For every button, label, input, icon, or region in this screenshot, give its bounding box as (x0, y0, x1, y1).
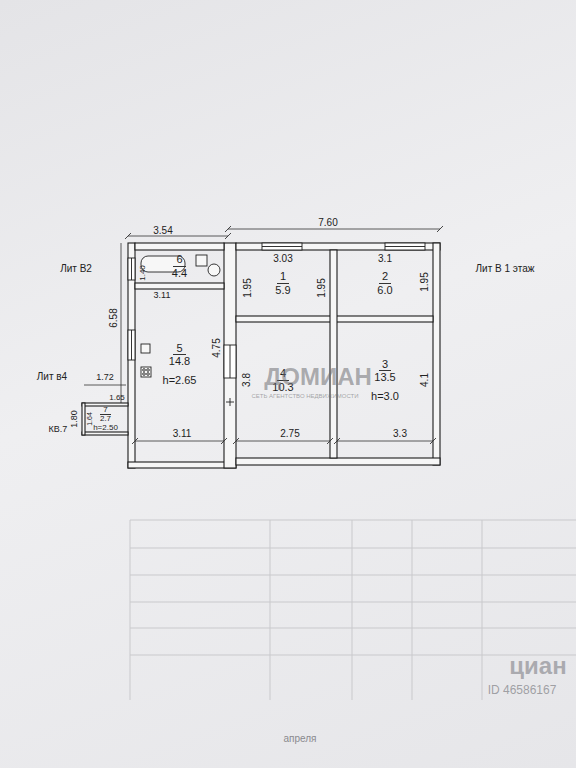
dimension: 1.40 (139, 265, 148, 281)
dimension: 3.3 (393, 428, 407, 439)
room-area: 13.5 (374, 371, 395, 384)
watermark: циан (509, 653, 566, 679)
ceiling-height: h=2.50 (93, 424, 118, 432)
room-area: 2.7 (100, 415, 111, 423)
apartment-number: КВ.7 (49, 425, 68, 435)
room-number: 3 (379, 358, 391, 372)
dimension: 1.72 (96, 373, 114, 383)
dimension: 1.95 (242, 278, 253, 297)
room-number: 1 (277, 270, 289, 284)
dimension: 6.58 (108, 308, 119, 327)
room: 64.4 (135, 250, 224, 283)
form-text: апреля (283, 733, 316, 744)
wall (82, 432, 128, 435)
dimension: 4.1 (419, 373, 430, 387)
wall (236, 243, 440, 250)
room-number: 6 (173, 253, 185, 267)
watermark: ID 46586167 (488, 684, 557, 697)
wall (433, 243, 440, 465)
dimension: 2.75 (280, 428, 299, 439)
room-number: 7 (100, 406, 110, 415)
room-area: 6.0 (377, 284, 392, 297)
dimension: 1.64 (86, 412, 94, 426)
building-letter: Лит В 1 этаж (476, 263, 535, 274)
wall (236, 458, 440, 465)
wall (128, 243, 135, 468)
building-letter: Лит в4 (37, 371, 67, 382)
dimension: 3.8 (241, 373, 252, 387)
room-number: 2 (379, 270, 391, 284)
dimension: 3.11 (154, 291, 171, 301)
dimension: 3.1 (378, 253, 392, 264)
ceiling-height: h=3.0 (371, 390, 399, 403)
table-grid (130, 520, 576, 700)
dimension: 7.60 (318, 217, 337, 228)
dimension: 3.03 (273, 253, 292, 264)
wall (224, 243, 236, 468)
dimension: 4.75 (211, 338, 222, 357)
wall (82, 403, 85, 435)
dimension: 1.95 (316, 278, 327, 297)
watermark: СЕТЬ АГЕНТСТВО НЕДВИЖИМОСТИ (251, 393, 358, 400)
windows (128, 243, 425, 378)
room-area: 5.9 (275, 284, 290, 297)
ceiling-height: h=2.65 (163, 374, 197, 387)
walls (82, 243, 440, 468)
dimension-ticks (125, 226, 443, 444)
dimension: 1.80 (70, 410, 80, 428)
wall (128, 462, 236, 468)
room-number: 5 (173, 342, 185, 356)
fixtures (141, 255, 234, 406)
building-letter: Лит В2 (60, 263, 92, 274)
room-area: 14.8 (169, 355, 190, 368)
room: 514.8 h=2.65 (135, 289, 224, 439)
dimension: 1.95 (419, 272, 430, 291)
wall (135, 283, 224, 289)
wall (135, 243, 224, 250)
dimension-lines (84, 229, 440, 441)
dimension: 3.11 (173, 428, 192, 439)
watermark: ДОМИАН (264, 364, 372, 390)
dimension: 3.54 (153, 225, 172, 236)
wall (330, 250, 337, 458)
dimension: 1.65 (109, 394, 125, 403)
room-area: 4.4 (172, 267, 187, 280)
